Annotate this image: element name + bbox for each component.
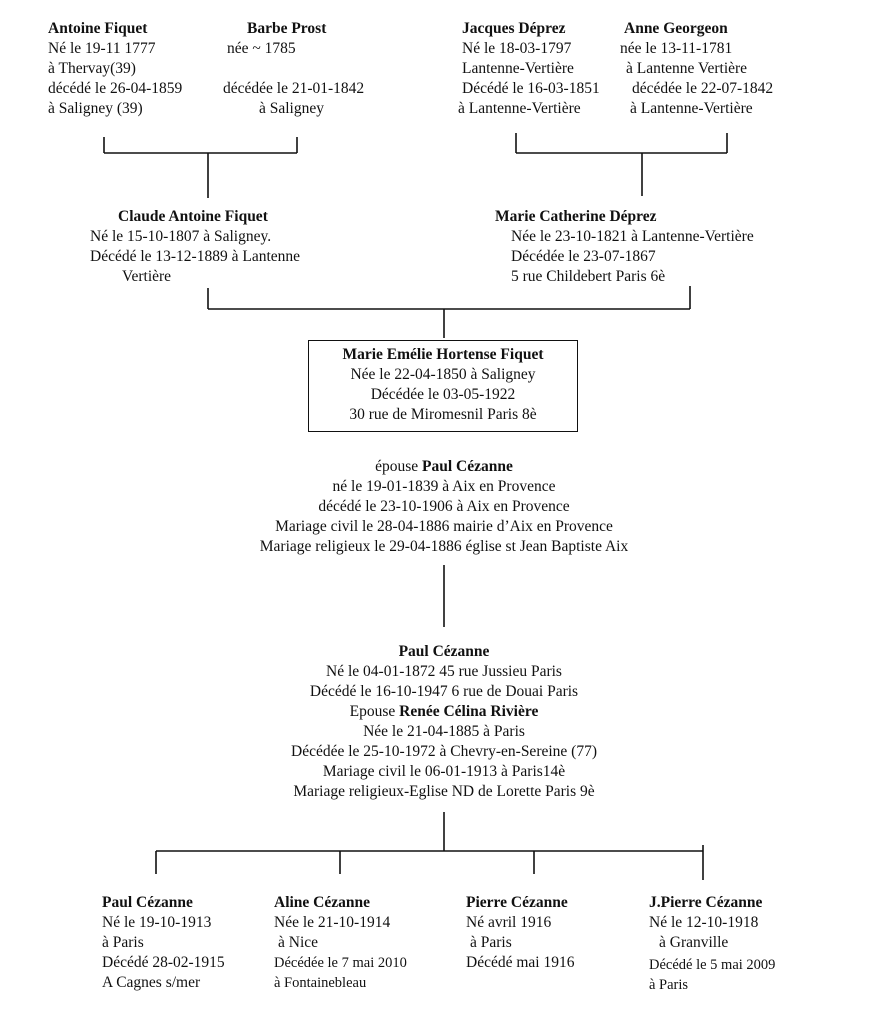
death-date: décédé le 26-04-1859: [48, 80, 183, 97]
spouse-name: Renée Célina Rivière: [399, 703, 539, 720]
death-place: à Paris: [649, 977, 689, 993]
address: 5 rue Childebert Paris 6è: [511, 268, 666, 285]
birth-place: à Thervay(39): [48, 60, 136, 77]
death-date: Décédé le 16-10-1947 6 rue de Douai Pari…: [309, 683, 579, 700]
death-date: Décédé mai 1916: [466, 954, 575, 971]
death-date: Décédé le 13-12-1889 à Lantenne: [90, 248, 301, 265]
birth-date: Née le 23-10-1821 à Lantenne-Vertière: [511, 228, 754, 245]
person-name: Jacques Déprez: [462, 20, 566, 37]
person-name: Barbe Prost: [247, 20, 327, 37]
person-name: Antoine Fiquet: [48, 20, 148, 37]
person-name: Marie Emélie Hortense Fiquet: [342, 346, 544, 363]
birth-place: à Nice: [278, 934, 319, 951]
person-name: Paul Cézanne: [422, 458, 513, 475]
spouse-heading: épouse Paul Cézanne: [200, 457, 688, 477]
death-date: décédé le 23-10-1906 à Aix en Provence: [318, 498, 570, 515]
address: 30 rue de Miromesnil Paris 8è: [349, 406, 537, 423]
person-name: Pierre Cézanne: [466, 894, 568, 911]
person-name: J.Pierre Cézanne: [649, 894, 763, 911]
birth-date: née ~ 1785: [227, 40, 296, 57]
birth-place: Lantenne-Vertière: [462, 60, 574, 77]
birth-place: à Paris: [470, 934, 512, 951]
person-marie-catherine-deprez: Marie Catherine Déprez Née le 23-10-1821…: [495, 207, 754, 287]
death-place: à Lantenne-Vertière: [630, 100, 753, 117]
birth-date: née le 13-11-1781: [620, 40, 733, 57]
death-place: à Saligney: [259, 100, 324, 117]
death-date: Décédée le 7 mai 2010: [274, 955, 407, 971]
death-date: Décédée le 23-07-1867: [511, 248, 656, 265]
person-grandchild-pierre: Pierre Cézanne Né avril 1916 à Paris Déc…: [466, 893, 574, 973]
birth-date: Né le 19-10-1913: [102, 914, 212, 931]
spouse-prefix: épouse: [375, 458, 419, 475]
birth-place: à Granville: [659, 934, 729, 951]
death-place: à Lantenne-Vertière: [458, 100, 581, 117]
person-jacques-deprez: Jacques Déprez Né le 18-03-1797 Lantenne…: [458, 19, 600, 119]
death-date: Décédée le 03-05-1922: [370, 386, 516, 403]
birth-place: à Lantenne Vertière: [626, 60, 748, 77]
death-date: décédée le 22-07-1842: [632, 80, 774, 97]
birth-date: Née le 21-10-1914: [274, 914, 391, 931]
death-place: Vertière: [122, 268, 172, 285]
person-name: Paul Cézanne: [398, 643, 490, 660]
civil-marriage: Mariage civil le 06-01-1913 à Paris14è: [322, 763, 566, 780]
death-place: à Saligney (39): [48, 100, 143, 117]
death-date: Décédé 28-02-1915: [102, 954, 225, 971]
person-paul-cezanne-painter: épouse Paul Cézanne né le 19-01-1839 à A…: [200, 457, 688, 557]
person-name: Paul Cézanne: [102, 894, 193, 911]
civil-marriage: Mariage civil le 28-04-1886 mairie d’Aix…: [275, 518, 613, 535]
spouse-birth-date: Née le 21-04-1885 à Paris: [363, 723, 525, 740]
birth-date: Né le 19-11 1777: [48, 40, 156, 57]
birth-date: Né le 18-03-1797: [462, 40, 572, 57]
birth-date: Né le 04-01-1872 45 rue Jussieu Paris: [326, 663, 562, 680]
religious-marriage: Mariage religieux le 29-04-1886 église s…: [259, 538, 629, 555]
spouse-death-date: Décédée le 25-10-1972 à Chevry-en-Serein…: [291, 743, 597, 760]
person-barbe-prost: Barbe Prost née ~ 1785 décédée le 21-01-…: [223, 19, 393, 119]
spouse-heading: Epouse Renée Célina Rivière: [220, 702, 668, 722]
person-name: Aline Cézanne: [274, 894, 371, 911]
death-date: décédée le 21-01-1842: [223, 80, 365, 97]
birth-date: Né le 15-10-1807 à Saligney.: [90, 228, 272, 245]
spouse-prefix: Epouse: [349, 703, 396, 720]
person-claude-antoine-fiquet: Claude Antoine Fiquet Né le 15-10-1807 à…: [90, 207, 300, 287]
death-place: à Fontainebleau: [274, 975, 367, 991]
birth-date: Né avril 1916: [466, 914, 552, 931]
birth-place: à Paris: [102, 934, 144, 951]
person-grandchild-aline: Aline Cézanne Née le 21-10-1914 à Nice D…: [274, 893, 407, 993]
birth-date: Né le 12-10-1918: [649, 914, 759, 931]
death-date: Décédé le 16-03-1851: [462, 80, 600, 97]
death-date: Décédé le 5 mai 2009: [649, 957, 776, 973]
death-place: A Cagnes s/mer: [102, 974, 201, 991]
birth-date: Née le 22-04-1850 à Saligney: [350, 366, 536, 383]
birth-date: né le 19-01-1839 à Aix en Provence: [332, 478, 556, 495]
religious-marriage: Mariage religieux-Eglise ND de Lorette P…: [293, 783, 595, 800]
person-antoine-fiquet: Antoine Fiquet Né le 19-11 1777 à Therva…: [48, 19, 182, 119]
person-grandchild-paul: Paul Cézanne Né le 19-10-1913 à Paris Dé…: [102, 893, 225, 993]
person-anne-georgeon: Anne Georgeon née le 13-11-1781 à Lanten…: [620, 19, 773, 119]
person-name: Anne Georgeon: [624, 20, 728, 37]
person-paul-cezanne-son: Paul Cézanne Né le 04-01-1872 45 rue Jus…: [220, 642, 668, 802]
person-name: Marie Catherine Déprez: [495, 208, 657, 225]
person-name: Claude Antoine Fiquet: [118, 208, 268, 225]
person-grandchild-jean-pierre: J.Pierre Cézanne Né le 12-10-1918 à Gran…: [649, 893, 775, 995]
person-marie-emelie-hortense-fiquet: Marie Emélie Hortense Fiquet Née le 22-0…: [308, 340, 578, 432]
